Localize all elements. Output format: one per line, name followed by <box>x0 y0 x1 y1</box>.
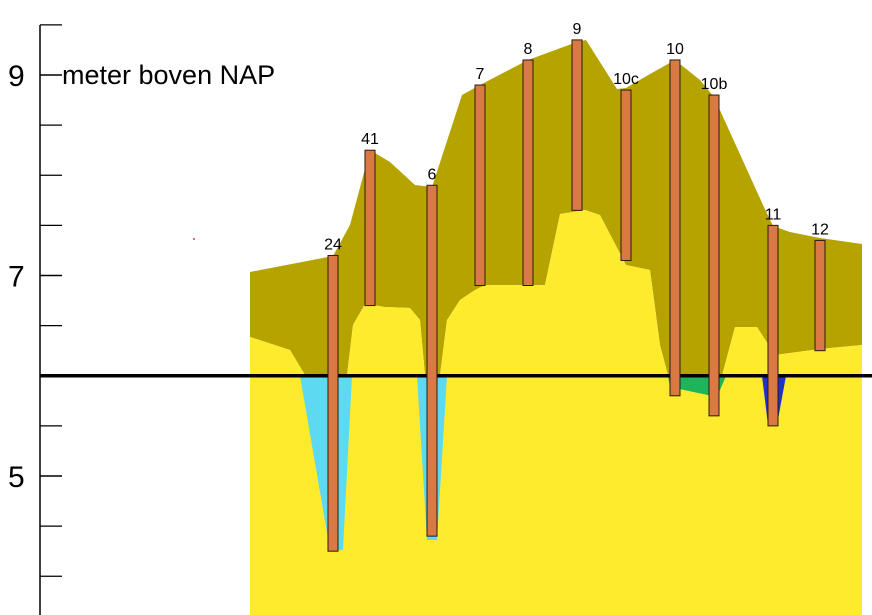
cyan-fill-24 <box>300 376 352 550</box>
boreholes <box>327 39 826 552</box>
borehole-7 <box>474 84 486 287</box>
borehole-6 <box>426 184 438 537</box>
borehole-10b <box>708 94 720 417</box>
borehole-label-7: 7 <box>476 66 485 83</box>
borehole-10c <box>620 89 632 261</box>
borehole-10 <box>669 59 681 397</box>
borehole-12 <box>814 239 826 352</box>
borehole-label-11: 11 <box>765 206 782 223</box>
sand-layer <box>250 210 862 615</box>
borehole-labels: 24 41 6 7 8 9 10c 10 10b 11 12 <box>324 21 829 254</box>
axis-tick-labels: 9 7 5 <box>8 60 25 494</box>
tick-label: 7 <box>8 261 25 294</box>
borehole-41 <box>364 149 376 307</box>
borehole-label-10: 10 <box>666 41 684 58</box>
borehole-label-12: 12 <box>811 221 829 238</box>
borehole-label-24: 24 <box>324 236 342 253</box>
red-speck <box>193 238 195 240</box>
axis-ticks <box>40 24 62 577</box>
axis-unit-label: meter boven NAP <box>62 60 275 90</box>
tick-label: 9 <box>8 60 25 93</box>
borehole-label-9: 9 <box>573 21 582 38</box>
borehole-label-10b: 10b <box>701 76 728 93</box>
borehole-11 <box>767 224 779 427</box>
borehole-label-41: 41 <box>361 131 379 148</box>
borehole-label-10c: 10c <box>613 71 639 88</box>
tick-label: 5 <box>8 461 25 494</box>
borehole-9 <box>571 39 583 211</box>
borehole-label-6: 6 <box>428 166 437 183</box>
borehole-24 <box>327 254 339 552</box>
borehole-8 <box>522 59 534 287</box>
borehole-label-8: 8 <box>524 41 533 58</box>
